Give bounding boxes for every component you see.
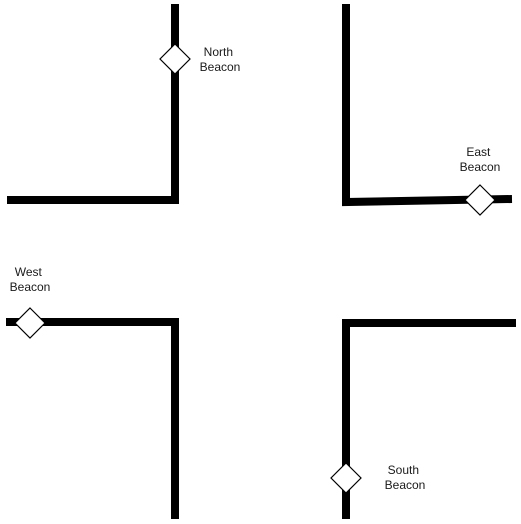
south-beacon-label-line2: Beacon xyxy=(385,478,426,492)
south-beacon-label: South Beacon xyxy=(385,463,426,492)
west-beacon-label-line1: West xyxy=(15,265,43,279)
north-beacon-diamond-icon[interactable] xyxy=(159,43,191,75)
north-beacon-label-line2: Beacon xyxy=(200,60,241,74)
west-beacon-label: West Beacon xyxy=(10,265,51,294)
road-edge-bottom-right xyxy=(342,319,516,519)
north-beacon-label: North Beacon xyxy=(200,45,241,74)
south-beacon-label-line1: South xyxy=(388,463,419,477)
road-edge-top-left xyxy=(7,4,179,204)
south-beacon-diamond-icon[interactable] xyxy=(330,462,362,494)
east-beacon-label-line1: East xyxy=(466,145,491,159)
west-beacon-label-line2: Beacon xyxy=(10,280,51,294)
east-beacon-label-line2: Beacon xyxy=(460,160,501,174)
east-beacon-diamond-icon[interactable] xyxy=(464,184,496,216)
road-edge-top-right xyxy=(342,4,513,207)
north-beacon-label-line1: North xyxy=(204,45,233,59)
road-edge-bottom-left xyxy=(6,318,179,519)
west-beacon-diamond-icon[interactable] xyxy=(14,307,46,339)
east-beacon-label: East Beacon xyxy=(460,145,501,174)
